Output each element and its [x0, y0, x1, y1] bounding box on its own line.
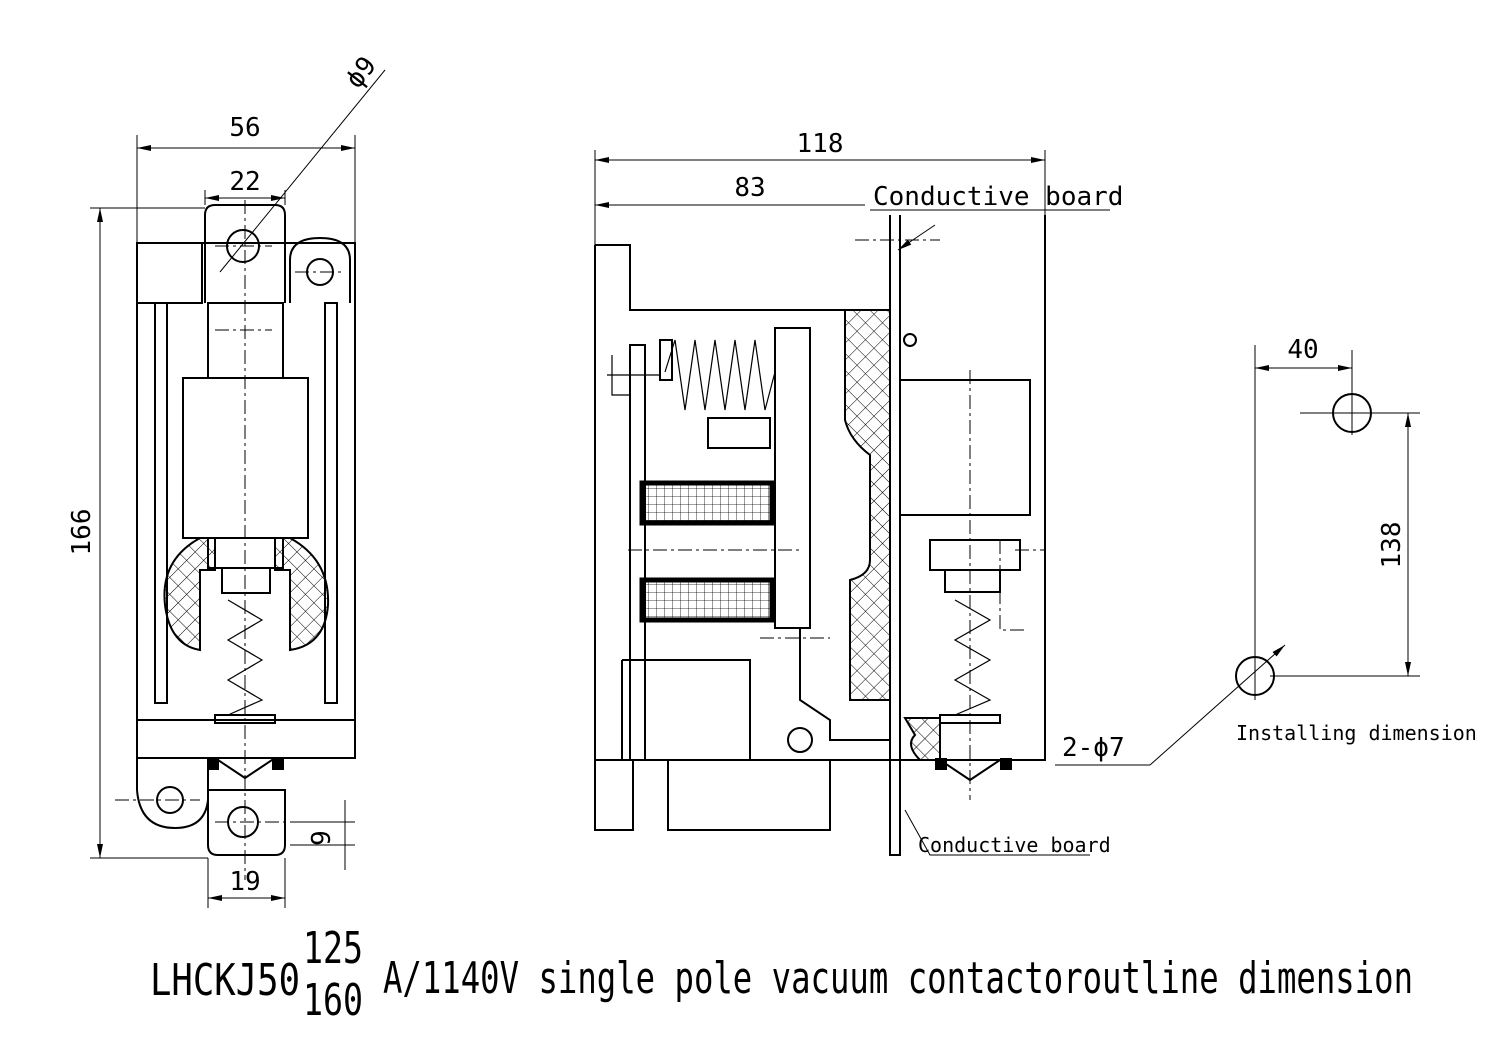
title-rating-bottom: 160 — [303, 975, 363, 1026]
dim-offset-83: 83 — [734, 173, 765, 203]
dim-spacing-40: 40 — [1287, 335, 1318, 365]
dim-spacing-138: 138 — [1377, 522, 1407, 569]
dim-width-56: 56 — [229, 113, 260, 143]
title-model: LHCKJ50 — [150, 955, 300, 1006]
front-view: 56 22 ϕ9 166 19 9 — [67, 51, 386, 908]
dim-offset-9: 9 — [307, 830, 337, 846]
dim-terminal-19: 19 — [229, 867, 260, 897]
dim-height-166: 166 — [67, 509, 97, 556]
drawing-title: LHCKJ50 125 160 A/1140V single pole vacu… — [150, 923, 1413, 1026]
title-rating-top: 125 — [303, 923, 363, 974]
label-conductive-board-top: Conductive board — [873, 182, 1123, 212]
side-view: 118 83 Conductive board Conductive board… — [594, 129, 1286, 857]
dim-depth-118: 118 — [797, 129, 844, 159]
label-installing-dimension: Installing dimension — [1236, 721, 1477, 745]
dim-width-22: 22 — [229, 167, 260, 197]
callout-2-phi7: 2-ϕ7 — [1062, 733, 1125, 763]
label-conductive-board-bottom: Conductive board — [918, 833, 1111, 857]
installing-dimension: 40 138 Installing dimension — [1235, 335, 1477, 745]
dim-hole-phi9: ϕ9 — [340, 51, 383, 94]
title-description: A/1140V single pole vacuum contactoroutl… — [383, 953, 1413, 1004]
